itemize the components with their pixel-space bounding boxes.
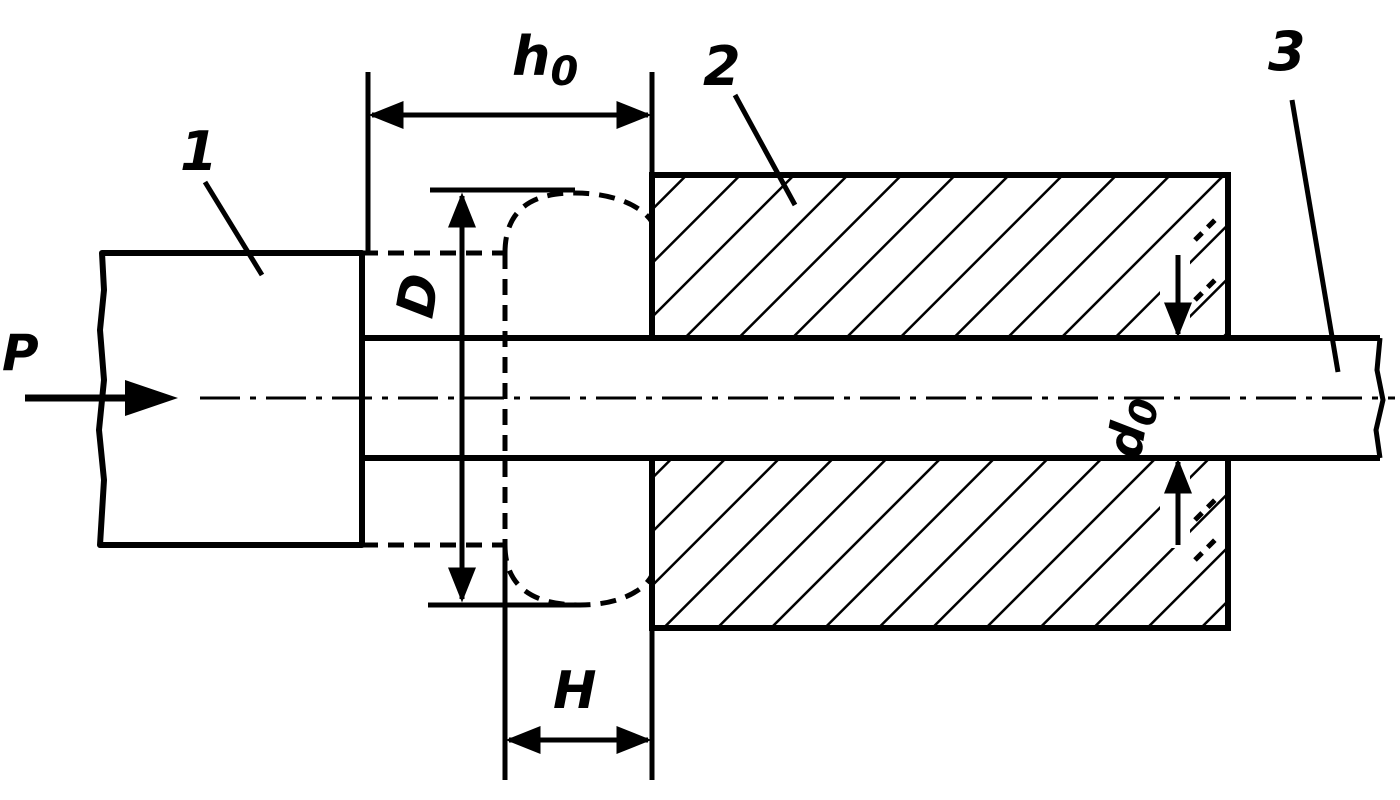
- die-upper-section: [649, 172, 1231, 341]
- punch-outline: [96, 250, 365, 548]
- part-2-label: 2: [703, 35, 741, 98]
- force-arrow: [25, 380, 178, 416]
- dimension-h0: [365, 72, 655, 253]
- height-H-label: H: [553, 661, 597, 721]
- force-label: P: [2, 324, 39, 382]
- dimension-H: [502, 545, 655, 780]
- h0-label: h0: [512, 25, 578, 95]
- die-lower-section: [649, 455, 1231, 631]
- die-block: [649, 172, 1231, 631]
- rod-break-edge: [1373, 337, 1386, 459]
- part-3-leader: [1289, 99, 1341, 373]
- part-1-leader: [202, 180, 265, 277]
- d0-label: d0: [1097, 392, 1168, 462]
- part-3-label: 3: [1268, 20, 1306, 83]
- extrusion-rod: [362, 335, 1386, 461]
- part-1-label: 1: [180, 120, 218, 183]
- part-2-leader: [732, 93, 798, 207]
- diameter-D-label: D: [386, 269, 453, 322]
